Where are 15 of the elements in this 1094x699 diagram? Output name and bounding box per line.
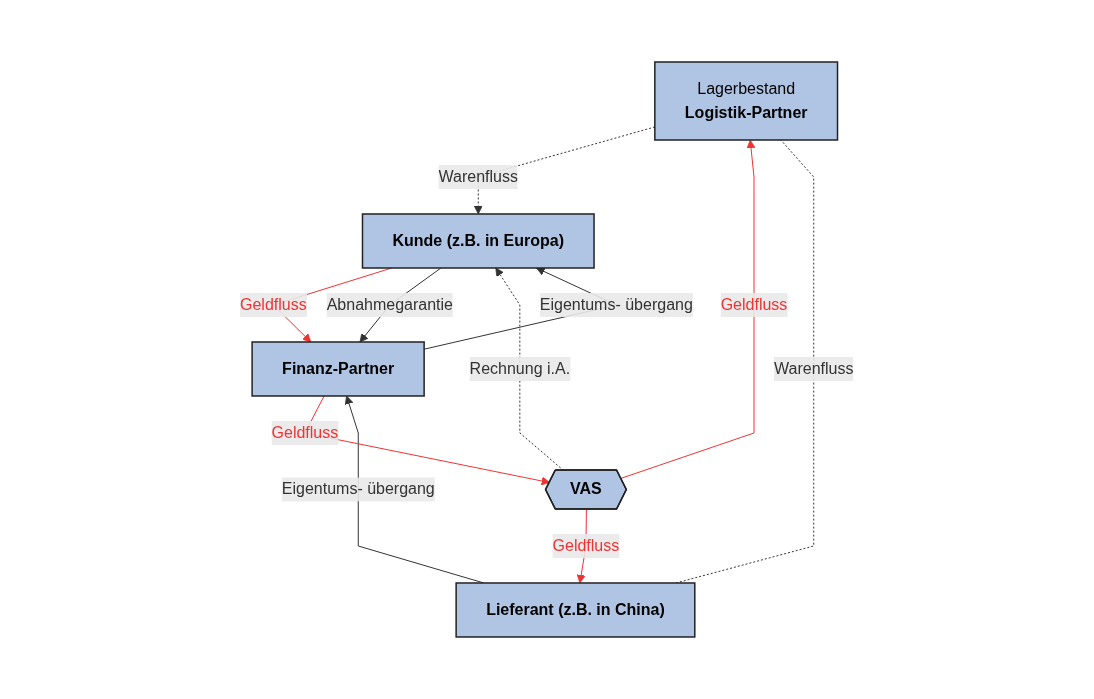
- edge-label: Eigentums- übergang: [282, 480, 436, 498]
- edge-label: Geldfluss: [552, 536, 620, 554]
- node-box: Kunde (z.B. in Europa): [362, 213, 596, 269]
- edge-label: Geldfluss: [240, 295, 307, 313]
- edge-label: Geldfluss: [271, 423, 339, 441]
- arrow: [620, 139, 756, 479]
- edge-label: Abnahmegarantie: [326, 295, 454, 313]
- node-box: Lieferant (z.B. in China): [455, 582, 696, 638]
- edge-label: Warenfluss: [438, 168, 519, 185]
- node-box: Lagerbestand Logistik-Partner: [654, 61, 839, 141]
- edge-label: Eigentums- übergang: [540, 295, 694, 313]
- edge-label: Geldfluss: [720, 295, 788, 313]
- node-box: Finanz-Partner: [251, 341, 426, 397]
- edge-label: Warenfluss: [774, 359, 854, 377]
- edge-label: Rechnung i.A.: [469, 359, 571, 377]
